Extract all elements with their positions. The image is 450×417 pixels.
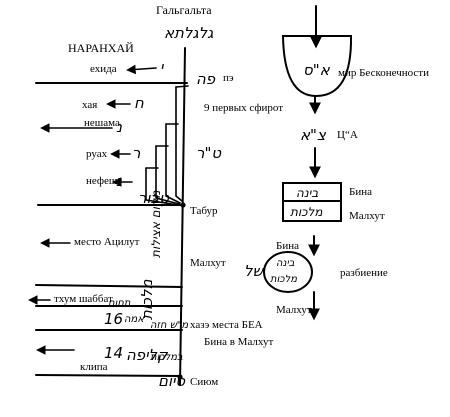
malhut-line: [35, 284, 183, 288]
atzilut-place-label: место Ацилут: [74, 236, 140, 248]
level-nefesh-label: нефеш: [86, 175, 118, 187]
nine-sefirot-label: 9 первых сфирот: [204, 102, 283, 114]
level-yechida-hebrew: י: [160, 58, 164, 76]
galgalta-hebrew: גלגלתא: [164, 24, 213, 42]
level-chaya-hebrew: ח: [134, 94, 144, 112]
shattering-malhut-hebrew: מלכות: [270, 274, 297, 285]
sium-dot: [177, 374, 183, 380]
num-16: 16: [104, 310, 123, 328]
tehum-shabbat-label: тхум шаббат: [54, 293, 113, 305]
atzilut-hebrew: מקום אצילות: [149, 190, 163, 258]
malhut-hebrew: מלכות: [138, 279, 156, 320]
tzimtzum-hebrew: צ"א: [300, 126, 327, 144]
tet-rishonot-hebrew: ט"ר: [196, 144, 221, 162]
box-malhut-hebrew: מלכות: [290, 205, 323, 219]
tabur-hebrew: טבור: [138, 189, 169, 207]
haze-hebrew: מ"ש חזה: [150, 320, 188, 331]
malhut-label: Малхут: [190, 257, 226, 269]
level-ruach-hebrew: ר: [132, 144, 141, 162]
malhut2-label: Малхут: [276, 304, 312, 316]
light-line-ruah: [155, 145, 180, 205]
shattering-bina-hebrew: בינה: [276, 258, 295, 269]
level-yechida-arrow: [126, 64, 157, 75]
num-14: 14: [104, 344, 123, 362]
level-ruach-label: руах: [86, 148, 108, 160]
haze-bea-label: хазэ места БЕА: [190, 319, 263, 331]
tabur-label: Табур: [190, 205, 218, 217]
shel-hebrew: של: [244, 262, 265, 280]
shattering-circle: [263, 251, 313, 293]
naranhai-label: НАРАНХАЙ: [68, 41, 134, 55]
bemalhut-hebrew: במלכות: [150, 352, 183, 363]
klipa-hebrew: קליפה: [126, 346, 169, 364]
bina-label: Бина: [349, 186, 372, 198]
light-line-nefesh: [145, 167, 179, 206]
level-neshama-hebrew: נ: [116, 118, 122, 136]
shattering-label: разбиение: [340, 267, 388, 279]
sium-hebrew: סיום: [158, 372, 186, 390]
malhut-box-label: Малхут: [349, 210, 385, 222]
sium-label: Сиюм: [190, 376, 218, 388]
level-nefesh-hebrew: נ: [116, 172, 122, 190]
light-line-hayah: [175, 86, 183, 202]
level-yechida-label: ехида: [90, 63, 117, 75]
pe-label: пэ: [223, 72, 234, 84]
sium-line: [35, 374, 181, 377]
tehum-hebrew: תחום: [108, 298, 131, 309]
bina-in-malhut-label: Бина в Малхут: [204, 336, 273, 348]
box-bina-hebrew: בינה: [296, 186, 318, 200]
tabur-dot: [180, 202, 186, 208]
klipa-label: клипа: [80, 361, 108, 373]
galgalta-axis: [179, 47, 186, 386]
level-chaya-label: хая: [82, 99, 97, 111]
tzimtzum-label: Ц“А: [337, 129, 358, 141]
galgalta-title: Гальгальта: [156, 3, 212, 17]
bina2-label: Бина: [276, 240, 299, 252]
pe-hebrew: פה: [196, 70, 216, 88]
light-line-top: [175, 85, 189, 88]
ein-sof-label: мир Бесконечности: [338, 67, 429, 79]
ein-sof-hebrew: א"ס: [303, 61, 331, 79]
light-line-neshama: [165, 123, 181, 204]
amot-hebrew: אמה: [124, 314, 144, 325]
ein-sof-shape: [281, 35, 353, 98]
level-neshama-label: нешама: [84, 117, 120, 129]
